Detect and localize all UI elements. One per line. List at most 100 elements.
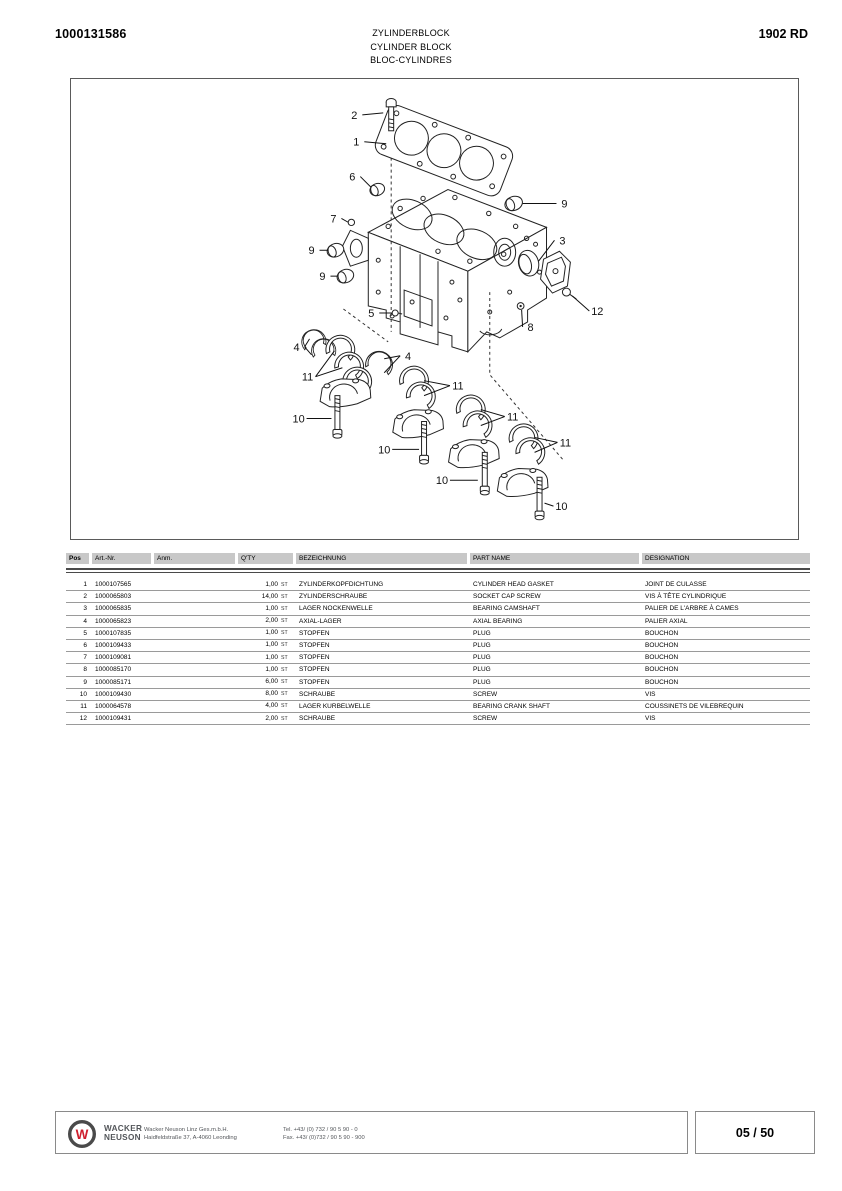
cell-designation: BOUCHON (645, 654, 679, 662)
cell-pos: 11 (80, 702, 87, 710)
cell-bezeichnung: STOPFEN (299, 654, 330, 662)
cell-pos: 10 (79, 690, 87, 698)
cell-art-nr: 1000065803 (95, 593, 132, 601)
company-name: Wacker Neuson Linz Ges.m.b.H. (144, 1127, 229, 1133)
head-bolt-shape (385, 98, 397, 132)
callout-leader-line (359, 176, 372, 188)
cell-art-nr: 1000109433 (95, 641, 132, 649)
cell-part-name: PLUG (473, 629, 491, 637)
cell-part-name: SOCKET CAP SCREW (473, 593, 541, 601)
company-address: Wacker Neuson Linz Ges.m.b.H. Haidfeldst… (144, 1126, 237, 1142)
qty-unit: ST (281, 605, 288, 612)
cell-designation: JOINT DE CULASSE (645, 581, 707, 588)
callout-leader-line (304, 346, 312, 356)
cell-art-nr: 1000107565 (95, 581, 132, 588)
cell-bezeichnung: SCHRAUBE (299, 715, 336, 723)
cell-designation: VIS À TÊTE CYLINDRIQUE (645, 593, 727, 601)
callout-leader-line (383, 355, 401, 374)
document-number: 1000131586 (55, 27, 127, 41)
company-tel: Tel. +43/ (0) 732 / 90 5 90 - 0 (283, 1127, 358, 1133)
cell-art-nr: 1000109431 (95, 715, 132, 723)
callout-label: 5 (368, 308, 374, 320)
callout-label: 12 (591, 306, 603, 318)
callout-label: 10 (378, 444, 390, 456)
callout-label: 9 (308, 245, 314, 257)
cell-pos: 9 (83, 678, 87, 686)
callout-label: 4 (405, 351, 411, 363)
cell-bezeichnung: AXIAL-LAGER (299, 617, 342, 625)
callout-leader-line (521, 309, 524, 327)
cell-designation: VIS (645, 715, 656, 723)
title-french: BLOC-CYLINDRES (370, 55, 452, 65)
cell-art-nr: 1000065823 (95, 617, 132, 625)
cell-designation: PALIER DE L'ARBRE À CAMES (645, 605, 739, 613)
callout-label: 2 (351, 110, 357, 122)
callout-leader-line (315, 350, 335, 377)
callout-leader-line (480, 409, 505, 418)
cell-pos: 4 (83, 617, 87, 625)
cell-art-nr: 1000109430 (95, 690, 132, 698)
callout-label: 7 (330, 213, 336, 225)
qty-value: 8,00 (265, 690, 278, 698)
cell-bezeichnung: ZYLINDERKOPFDICHTUNG (299, 581, 384, 588)
callout-label: 3 (559, 235, 565, 247)
qty-unit: ST (281, 642, 288, 649)
cell-art-nr: 1000085171 (95, 678, 132, 686)
cell-part-name: AXIAL BEARING (473, 617, 523, 625)
qty-value: 1,00 (265, 641, 278, 649)
cell-bezeichnung: SCHRAUBE (299, 690, 336, 698)
callout-label: 4 (294, 342, 300, 354)
callout-leader-line (315, 367, 343, 378)
footer-company-box: W WACKER NEUSON Wacker Neuson Linz Ges.m… (55, 1111, 688, 1154)
title-german: ZYLINDERBLOCK (372, 28, 450, 38)
table-header-rule (66, 568, 810, 573)
callout-leader-line (534, 436, 558, 443)
qty-unit: ST (281, 593, 288, 600)
column-header-pos: Pos (66, 553, 89, 564)
qty-unit: ST (281, 703, 288, 710)
cell-part-name: SCREW (473, 715, 498, 723)
column-header-art-nr: Art.-Nr. (92, 553, 151, 564)
callout-label: 6 (349, 172, 355, 184)
company-street: Haidfeldstraße 37, A-4060 Leonding (144, 1135, 237, 1141)
column-header-qty: Q'TY (238, 553, 293, 564)
callout-leader-line (534, 441, 558, 453)
brand-line2: NEUSON (104, 1133, 141, 1142)
cell-bezeichnung: STOPFEN (299, 666, 330, 674)
callout-label: 1 (353, 137, 359, 149)
cell-part-name: BEARING CRANK SHAFT (473, 702, 550, 710)
cell-pos: 12 (79, 715, 87, 723)
cell-designation: BOUCHON (645, 629, 679, 637)
qty-value: 14,00 (261, 592, 278, 600)
cell-bezeichnung: STOPFEN (299, 629, 330, 637)
cell-pos: 6 (83, 641, 87, 649)
cell-part-name: PLUG (473, 641, 491, 649)
cell-pos: 3 (83, 605, 87, 613)
callout-label: 9 (561, 198, 567, 210)
wacker-neuson-logo: W (67, 1119, 97, 1149)
qty-unit: ST (281, 691, 288, 698)
callout-leader-line (304, 338, 310, 348)
callout-label: 8 (528, 322, 534, 334)
company-telfax: Tel. +43/ (0) 732 / 90 5 90 - 0 Fax. +43… (283, 1126, 365, 1142)
cell-art-nr: 1000107835 (95, 629, 132, 637)
column-header-bezeichnung: BEZEICHNUNG (296, 553, 467, 564)
callout-leader-line (423, 385, 451, 397)
cell-designation: PALIER AXIAL (645, 617, 688, 625)
brand-name: WACKER NEUSON (104, 1124, 142, 1142)
cell-designation: BOUCHON (645, 641, 679, 649)
